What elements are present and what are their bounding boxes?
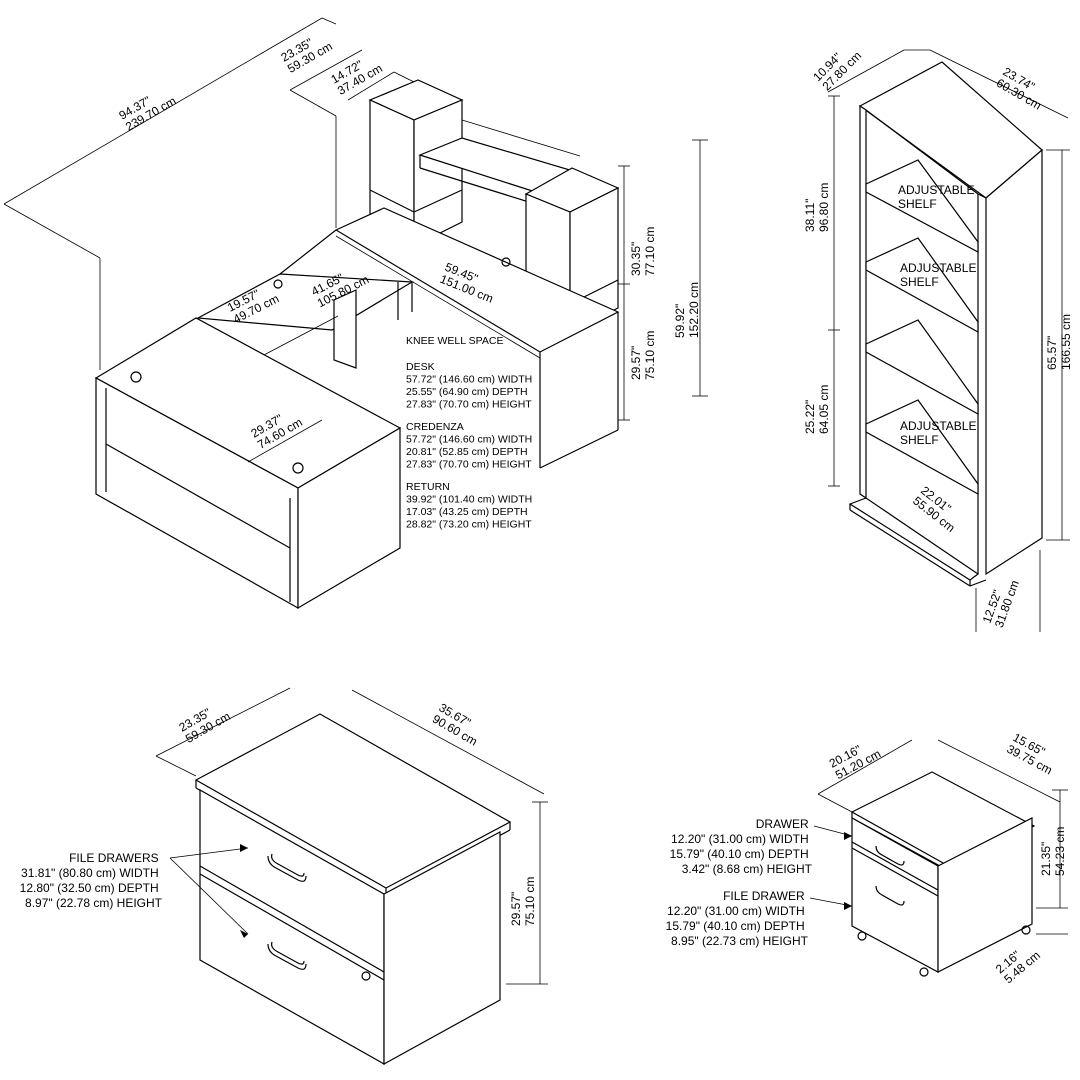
bookcase-total-height-cm: 166.55 cm [1059,314,1073,370]
desk-spec-height: 27.83" (70.70 cm) HEIGHT [406,399,532,411]
bookcase-drawing: 10.94"27.80 cm 23.74"60.30 cm 38.11"96.8… [803,39,1073,632]
desk-spec-width: 57.72" (146.60 cm) WIDTH [406,374,532,386]
knee-well-label: KNEE WELL SPACE [406,335,503,347]
svg-text:29.57"75.10 cm: 29.57"75.10 cm [629,331,657,380]
bookcase-lower-height-cm: 64.05 cm [817,385,831,434]
svg-text:21.35"54.23 cm: 21.35"54.23 cm [1039,827,1067,876]
lateral-height-cm: 75.10 cm [523,877,537,926]
lateral-height-in: 29.57" [509,892,523,926]
svg-text:10.94"27.80 cm: 10.94"27.80 cm [810,39,864,93]
svg-text:65.57"166.55 cm: 65.57"166.55 cm [1045,314,1073,370]
file-drawers-depth: 12.80" (32.50 cm) DEPTH [20,881,159,895]
svg-text:94.37"239.70 cm: 94.37"239.70 cm [117,82,179,133]
desk-height-cm: 75.10 cm [643,331,657,380]
file-drawers-width: 31.81" (80.80 cm) WIDTH [21,866,159,880]
svg-text:22.01"55.90 cm: 22.01"55.90 cm [910,483,966,535]
file-drawer-spec: FILE DRAWER 12.20" (31.00 cm) WIDTH 15.7… [666,889,809,948]
svg-text:38.11"96.80 cm: 38.11"96.80 cm [803,183,831,232]
credenza-spec-height: 27.83" (70.70 cm) HEIGHT [406,459,532,471]
credenza-spec-title: CREDENZA [406,421,464,433]
svg-text:25.22"64.05 cm: 25.22"64.05 cm [803,385,831,434]
drawer-title: DRAWER [756,817,809,831]
pedestal-height-in: 21.35" [1039,842,1053,876]
file-drawers-height: 8.97" (22.78 cm) HEIGHT [25,896,163,910]
credenza-spec-width: 57.72" (146.60 cm) WIDTH [406,434,532,446]
svg-text:35.67"90.60 cm: 35.67"90.60 cm [430,700,486,748]
hutch-height-in: 30.35" [629,242,643,276]
svg-text:15.65"39.75 cm: 15.65"39.75 cm [1004,730,1060,777]
svg-text:23.35"59.30 cm: 23.35"59.30 cm [279,28,335,76]
svg-text:23.35"59.30 cm: 23.35"59.30 cm [177,698,233,746]
svg-text:30.35"77.10 cm: 30.35"77.10 cm [629,227,657,276]
desk-spec: DESK 57.72" (146.60 cm) WIDTH 25.55" (64… [406,361,535,411]
svg-text:59.92"152.20 cm: 59.92"152.20 cm [673,282,701,338]
drawer-width: 12.20" (31.00 cm) WIDTH [671,832,809,846]
svg-text:20.16"51.20 cm: 20.16"51.20 cm [827,735,883,782]
file-drawer-title: FILE DRAWER [723,889,805,903]
file-drawer-height: 8.95" (22.73 cm) HEIGHT [671,934,809,948]
file-drawers-title: FILE DRAWERS [69,851,159,865]
drawer-spec: DRAWER 12.20" (31.00 cm) WIDTH 15.79" (4… [670,817,813,876]
svg-text:2.16"5.48 cm: 2.16"5.48 cm [993,938,1043,986]
mobile-pedestal-drawing: 20.16"51.20 cm 15.65"39.75 cm 21.35"54.2… [666,730,1068,986]
desk-total-height-cm: 152.20 cm [687,282,701,338]
drawer-depth: 15.79" (40.10 cm) DEPTH [670,847,809,861]
hutch-height-cm: 77.10 cm [643,227,657,276]
drawer-height: 3.42" (8.68 cm) HEIGHT [682,862,813,876]
desk-spec-depth: 25.55" (64.90 cm) DEPTH [406,386,528,398]
bookcase-lower-height-in: 25.22" [803,400,817,434]
bookcase-upper-height-cm: 96.80 cm [817,183,831,232]
return-spec-width: 39.92" (101.40 cm) WIDTH [406,494,532,506]
svg-text:29.57"75.10 cm: 29.57"75.10 cm [509,877,537,926]
credenza-spec-depth: 20.81" (52.85 cm) DEPTH [406,446,528,458]
lateral-file-drawing: 23.35"59.30 cm 35.67"90.60 cm 29.57"75.1… [20,687,548,1066]
bookcase-upper-height-in: 38.11" [803,199,817,232]
bookcase-total-height-in: 65.57" [1045,336,1059,370]
file-drawer-depth: 15.79" (40.10 cm) DEPTH [666,919,805,933]
file-drawers-spec: FILE DRAWERS 31.81" (80.80 cm) WIDTH 12.… [20,851,163,910]
desk-total-height-in: 59.92" [673,304,687,338]
return-spec: RETURN 39.92" (101.40 cm) WIDTH 17.03" (… [406,481,535,531]
desk-height-in: 29.57" [629,346,643,380]
svg-text:12.52"31.80 cm: 12.52"31.80 cm [980,574,1022,630]
file-drawer-width: 12.20" (31.00 cm) WIDTH [667,904,805,918]
pedestal-height-cm: 54.23 cm [1053,827,1067,876]
svg-text:14.72"37.40 cm: 14.72"37.40 cm [329,50,385,98]
credenza-spec: CREDENZA 57.72" (146.60 cm) WIDTH 20.81"… [406,421,535,471]
return-spec-title: RETURN [406,481,450,493]
return-spec-height: 28.82" (73.20 cm) HEIGHT [406,519,532,531]
return-spec-depth: 17.03" (43.25 cm) DEPTH [406,506,528,518]
desk-set-drawing: 94.37"239.70 cm 23.35"59.30 cm 14.72"37.… [3,17,708,610]
desk-spec-title: DESK [406,361,435,373]
